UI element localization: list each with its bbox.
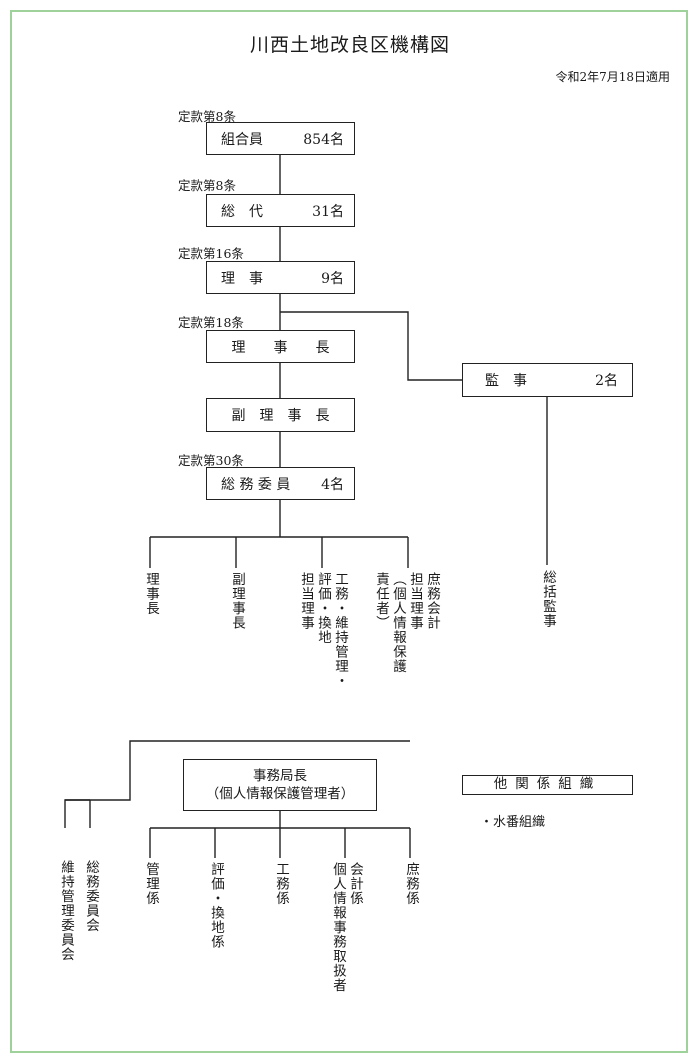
- members-box: 組合員 854名: [206, 122, 355, 155]
- connector-left-committees: [64, 740, 410, 828]
- article-directors: 定款第16条: [178, 246, 244, 261]
- connector-auditor: [280, 311, 462, 381]
- staff-general: 庶務係: [403, 862, 419, 906]
- vice-chair-label: 副 理 事 長: [231, 408, 330, 424]
- other-orgs-heading: 他関係組織: [462, 775, 633, 795]
- general-affairs-count: 4名: [321, 476, 344, 493]
- staff-works: 工務係: [273, 862, 289, 906]
- article-delegates: 定款第8条: [178, 178, 236, 193]
- role-works-director: 工務・維持管理・ 評価・換地 担当理事: [298, 572, 348, 688]
- effective-date: 令和2年7月18日適用: [555, 70, 670, 84]
- office-head-title: 事務局長: [253, 768, 307, 784]
- delegates-count: 31名: [312, 203, 344, 220]
- role-vice-chair: 副理事長: [229, 572, 245, 630]
- other-orgs-item: ・水番組織: [480, 815, 546, 830]
- office-head-box: 事務局長 （個人情報保護管理者）: [183, 759, 377, 811]
- directors-box: 理 事 9名: [206, 261, 355, 294]
- staff-accounting: 会計係 個人情報事務取扱者: [330, 862, 363, 993]
- directors-label: 理 事: [221, 270, 263, 287]
- general-affairs-box: 総 務 委 員 4名: [206, 467, 355, 500]
- delegates-label: 総 代: [221, 203, 263, 220]
- page-border: [10, 10, 688, 1053]
- maintenance-committee: 維持管理委員会: [58, 860, 74, 962]
- role-admin-director: 庶務会計 担当理事 （個人情報保護 責任者）: [373, 572, 440, 674]
- delegates-box: 総 代 31名: [206, 194, 355, 227]
- article-general: 定款第30条: [178, 453, 244, 468]
- office-head-subtitle: （個人情報保護管理者）: [205, 786, 355, 802]
- members-count: 854名: [303, 131, 344, 148]
- role-chair: 理事長: [143, 572, 159, 616]
- vice-chair-box: 副 理 事 長: [206, 398, 355, 432]
- directors-count: 9名: [321, 270, 344, 287]
- staff-evaluation: 評価・換地係: [208, 862, 224, 949]
- page-title: 川西土地改良区機構図: [249, 34, 450, 56]
- staff-management: 管理係: [143, 862, 159, 906]
- article-members: 定款第8条: [178, 109, 236, 124]
- members-label: 組合員: [221, 131, 263, 148]
- auditor-count: 2名: [595, 373, 618, 389]
- article-chair: 定款第18条: [178, 315, 244, 330]
- chair-box: 理 事 長: [206, 330, 355, 363]
- chair-label: 理 事 長: [231, 339, 330, 356]
- general-affairs-label: 総 務 委 員: [221, 476, 291, 493]
- auditor-label: 監 事: [485, 373, 527, 389]
- general-affairs-committee: 総務委員会: [83, 860, 99, 933]
- role-chief-auditor: 総括監事: [540, 570, 556, 628]
- auditor-box: 監 事 2名: [462, 363, 633, 397]
